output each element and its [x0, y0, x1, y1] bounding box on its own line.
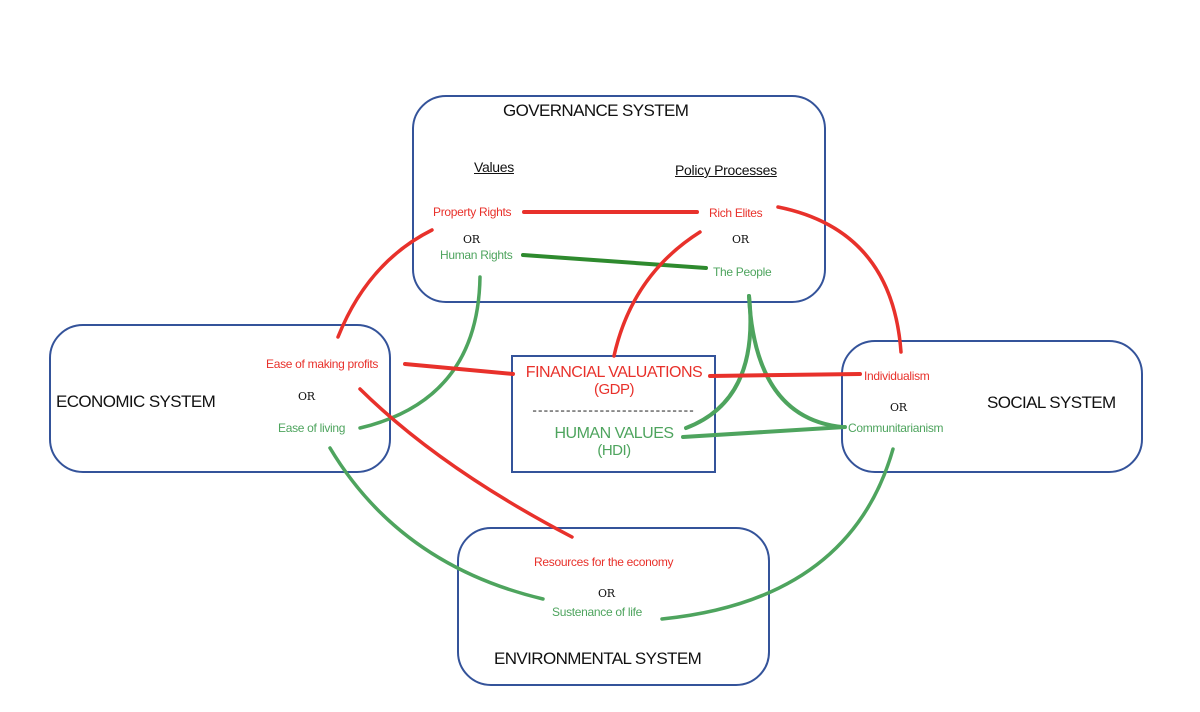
property-rights-label: Property Rights — [433, 205, 512, 219]
governance-policy-or: OR — [732, 233, 749, 246]
connector-human-rights-living — [358, 275, 482, 430]
resources-for-economy-label: Resources for the economy — [534, 555, 674, 569]
connector-rich-elites-individualism — [776, 205, 903, 354]
communitarianism-label: Communitarianism — [848, 421, 944, 435]
social-system-title: SOCIAL SYSTEM — [987, 393, 1116, 412]
connector-profits-resources — [358, 387, 574, 539]
individualism-label: Individualism — [864, 369, 930, 383]
governance-values-or: OR — [463, 233, 480, 246]
center-divider: ----------------------------- — [531, 404, 695, 418]
rich-elites-label: Rich Elites — [709, 206, 763, 220]
social-system-box — [841, 340, 1143, 473]
connector-hdi-communitarianism — [681, 425, 847, 439]
human-values-label: HUMAN VALUES — [554, 425, 674, 442]
hdi-label: (HDI) — [597, 442, 631, 459]
human-rights-label: Human Rights — [440, 248, 513, 262]
connector-rich-elites-gdp — [612, 230, 702, 358]
connector-the-people-communitarianism — [747, 294, 844, 429]
ease-of-living-label: Ease of living — [278, 421, 346, 435]
policy-processes-heading: Policy Processes — [675, 162, 777, 178]
environmental-system-title: ENVIRONMENTAL SYSTEM — [494, 649, 702, 668]
economic-system-title: ECONOMIC SYSTEM — [56, 392, 216, 411]
economic-system-box — [49, 324, 391, 473]
connector-communitarianism-sustenance — [660, 447, 895, 621]
environmental-or: OR — [598, 587, 615, 600]
connector-human-rights-the-people — [521, 253, 708, 270]
ease-of-making-profits-label: Ease of making profits — [266, 357, 379, 371]
connector-property-rights-profits — [336, 228, 434, 339]
social-or: OR — [890, 401, 907, 414]
sustenance-of-life-label: Sustenance of life — [552, 605, 642, 619]
gdp-label: (GDP) — [594, 381, 635, 398]
connector-living-sustenance — [328, 446, 545, 601]
the-people-label: The People — [713, 265, 772, 279]
economic-or: OR — [298, 390, 315, 403]
connector-gdp-individualism — [708, 372, 862, 378]
governance-system-title: GOVERNANCE SYSTEM — [503, 101, 689, 120]
connector-profits-gdp — [403, 362, 515, 376]
values-heading: Values — [474, 159, 514, 175]
environmental-system-box — [457, 527, 770, 686]
governance-system-box — [412, 95, 826, 303]
connector-the-people-hdi — [684, 294, 753, 430]
financial-valuations-label: FINANCIAL VALUATIONS — [525, 364, 703, 381]
